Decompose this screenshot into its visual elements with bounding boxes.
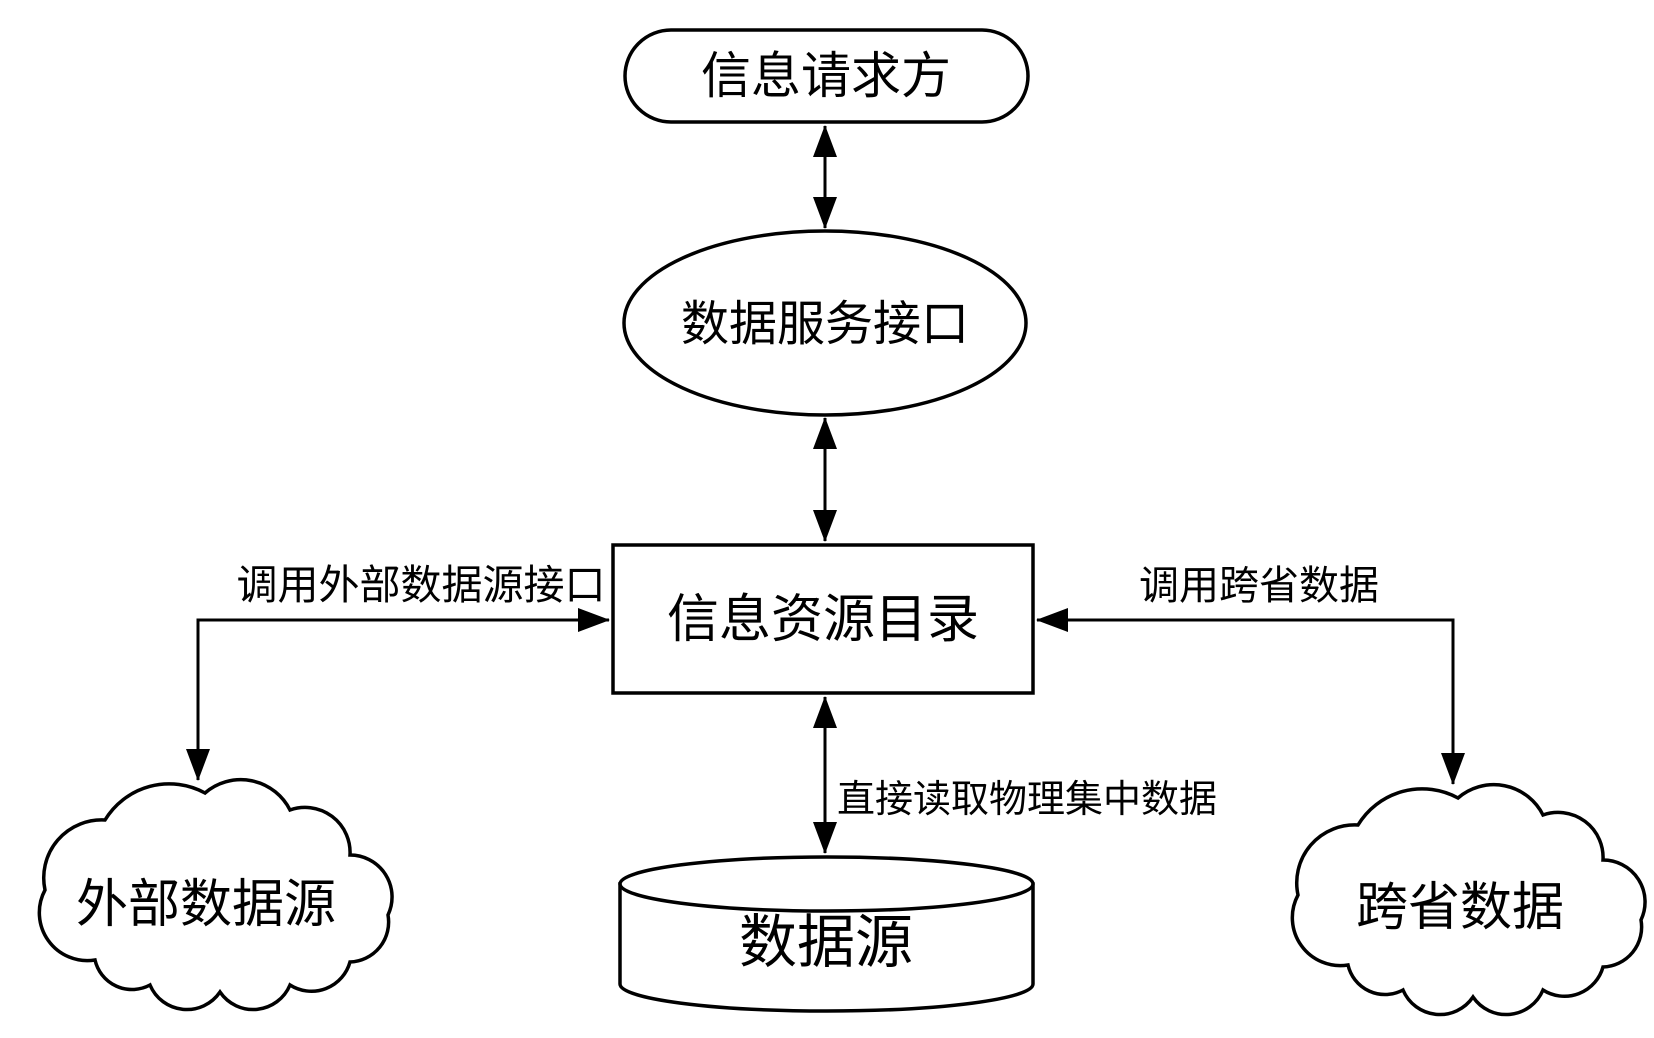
node-resource-catalog: 信息资源目录 (611, 543, 1035, 695)
requester-shape (623, 28, 1030, 124)
cross-province-data-label: 跨省数据 (1356, 879, 1564, 937)
arrow-cross-province-elbow (1036, 608, 1465, 785)
cross-province-data-cloud-shape (1290, 782, 1647, 1017)
node-service-interface: 数据服务接口 (622, 229, 1028, 417)
external-data-source-cloud-shape (37, 777, 394, 1012)
requester-label: 信息请求方 (701, 48, 951, 104)
service-interface-shape (622, 229, 1028, 417)
arrow-external-data-source-elbow (186, 608, 610, 781)
external-data-source-label: 外部数据源 (76, 876, 336, 934)
service-interface-label: 数据服务接口 (681, 298, 969, 351)
data-source-label: 数据源 (739, 910, 913, 975)
node-data-source: 数据源 (618, 855, 1035, 1013)
data-source-cylinder-top (618, 855, 1035, 913)
resource-catalog-shape (611, 543, 1035, 695)
node-requester: 信息请求方 (623, 28, 1030, 124)
node-cross-province-data: 跨省数据 (1290, 782, 1647, 1017)
node-external-data-source: 外部数据源 (37, 777, 394, 1012)
edge-label-call-external: 调用外部数据源接口 (237, 562, 606, 608)
data-source-cylinder-body (618, 882, 1035, 1013)
edge-label-call-cross-province: 调用跨省数据 (1139, 564, 1379, 608)
resource-catalog-label: 信息资源目录 (667, 591, 979, 649)
edge-label-direct-read: 直接读取物理集中数据 (837, 779, 1217, 821)
